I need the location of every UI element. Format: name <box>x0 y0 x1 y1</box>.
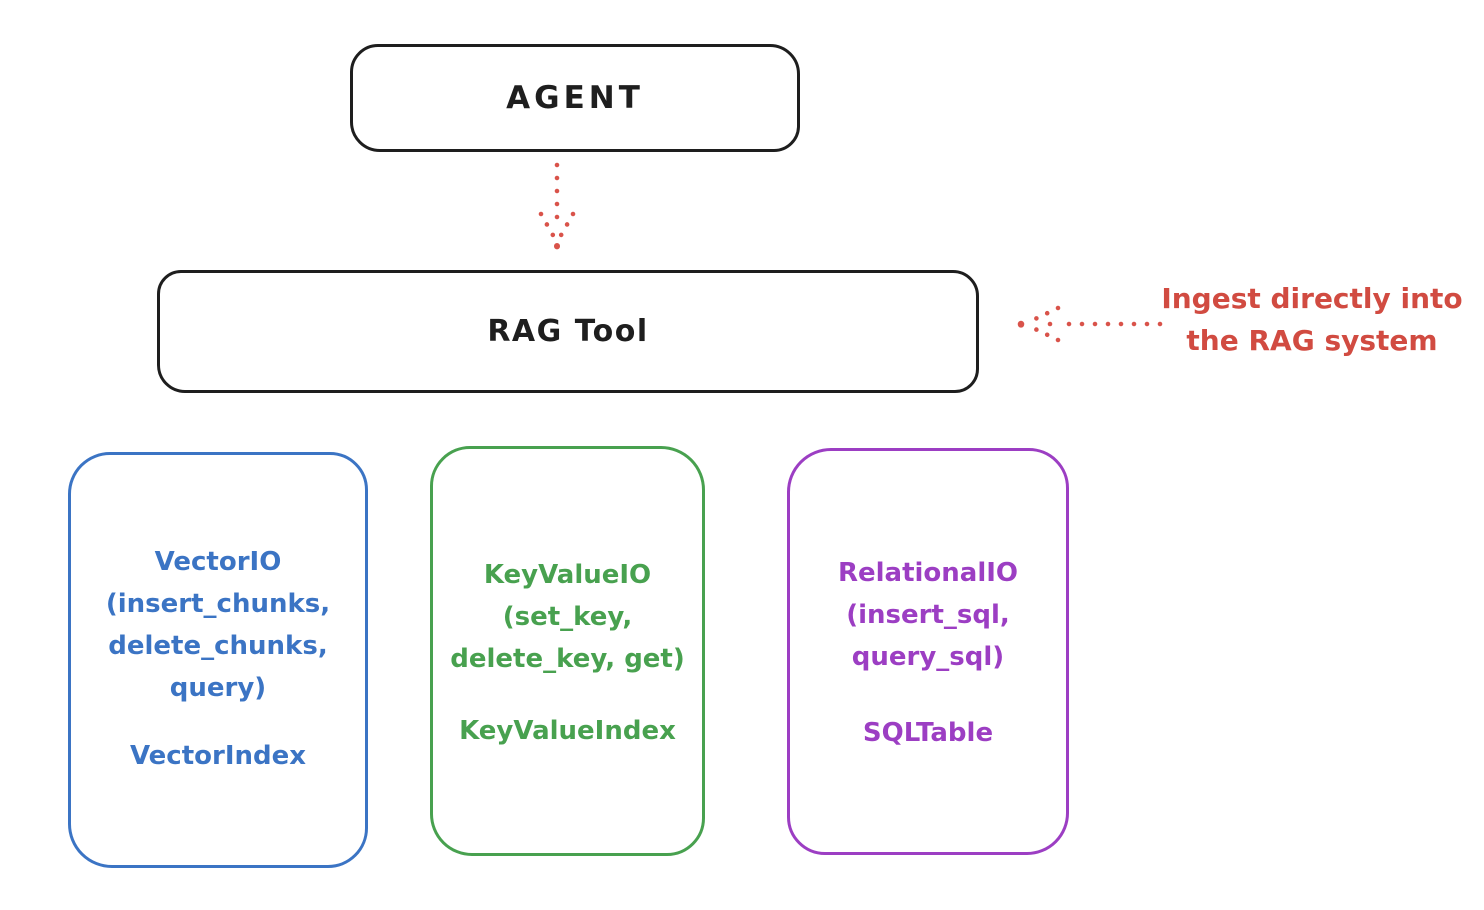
relational-io-line: RelationalIO <box>837 558 1019 588</box>
keyvalue-io-box: KeyValueIO (set_key, delete_key, get) Ke… <box>430 446 705 856</box>
relational-io-line: (insert_sql, <box>846 600 1010 630</box>
vector-io-line: (insert_chunks, <box>105 589 331 619</box>
keyvalue-io-line: delete_key, get) <box>450 644 685 674</box>
keyvalue-index-label: KeyValueIndex <box>459 716 676 746</box>
sql-table-label: SQLTable <box>862 718 994 748</box>
agent-box: AGENT <box>350 44 800 152</box>
vector-io-line: VectorIO <box>154 547 282 577</box>
relational-io-line: query_sql) <box>851 642 1005 672</box>
keyvalue-io-line: KeyValueIO <box>483 560 652 590</box>
ingest-annotation: Ingest directly into the RAG system <box>1140 278 1484 362</box>
vector-index-label: VectorIndex <box>129 741 307 771</box>
agent-label: AGENT <box>506 80 644 116</box>
dotted-down-arrow-icon <box>528 160 588 268</box>
ingest-annotation-line1: Ingest directly into <box>1161 282 1463 315</box>
dotted-left-arrow-icon <box>1012 301 1167 347</box>
relational-io-box: RelationalIO (insert_sql, query_sql) SQL… <box>787 448 1069 855</box>
rag-tool-label: RAG Tool <box>487 314 649 349</box>
keyvalue-io-description: KeyValueIO (set_key, delete_key, get) <box>433 554 702 680</box>
ingest-annotation-line2: the RAG system <box>1186 324 1438 357</box>
rag-tool-box: RAG Tool <box>157 270 979 393</box>
vector-io-line: delete_chunks, <box>108 631 328 661</box>
vector-io-description: VectorIO (insert_chunks, delete_chunks, … <box>71 541 365 709</box>
relational-io-description: RelationalIO (insert_sql, query_sql) <box>790 552 1066 678</box>
vector-io-box: VectorIO (insert_chunks, delete_chunks, … <box>68 452 368 868</box>
keyvalue-io-line: (set_key, <box>502 602 633 632</box>
vector-io-line: query) <box>169 673 267 703</box>
